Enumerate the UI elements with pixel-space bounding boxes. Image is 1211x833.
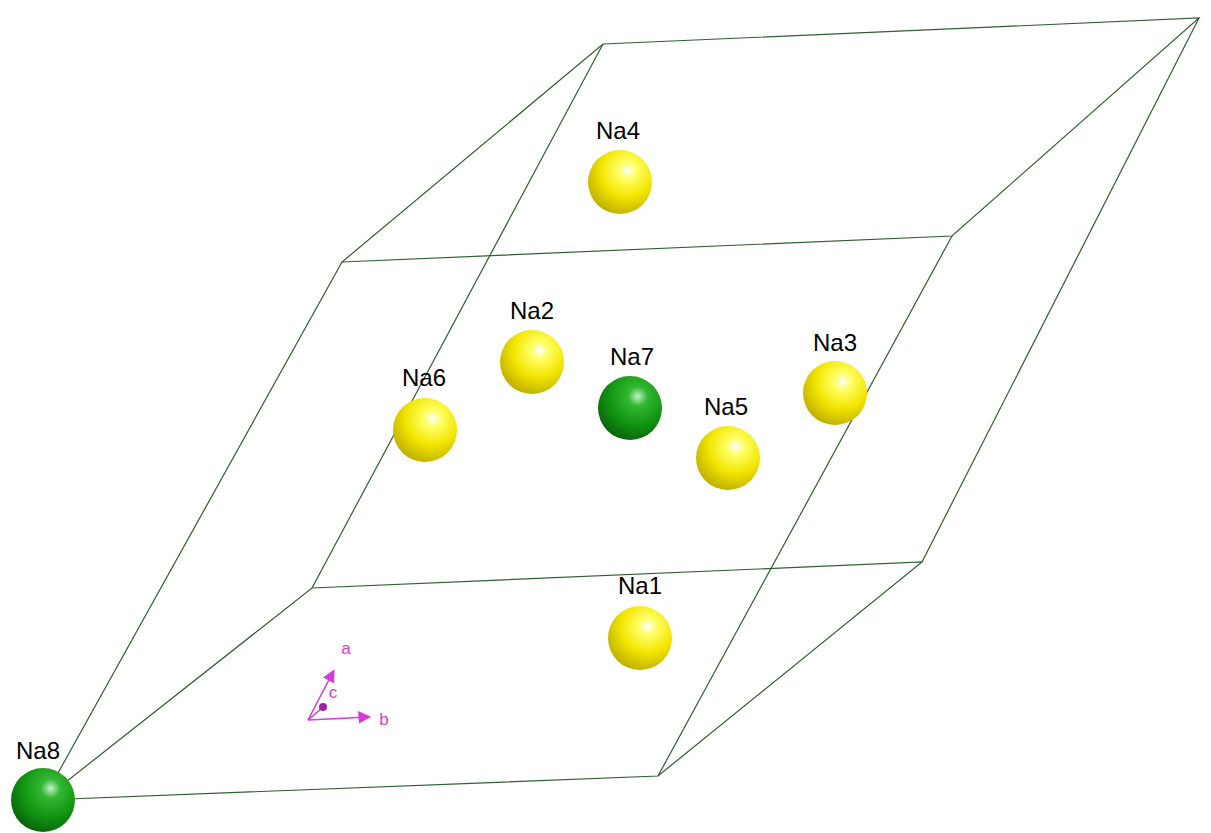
atom-label: Na5 [704, 395, 748, 419]
atom-label: Na2 [510, 299, 554, 323]
cell-edges [43, 18, 1199, 800]
atoms [11, 150, 867, 832]
axis-indicator [308, 672, 368, 720]
axis-label: b [379, 711, 388, 728]
atom-label: Na6 [402, 366, 446, 390]
atom-label: Na1 [618, 574, 662, 598]
atom-label: Na4 [596, 119, 640, 143]
axis-label: c [329, 684, 338, 701]
axis-label: a [341, 640, 350, 657]
atom-label: Na3 [813, 331, 857, 355]
atom-label: Na7 [610, 345, 654, 369]
atom-label: Na8 [16, 739, 60, 763]
